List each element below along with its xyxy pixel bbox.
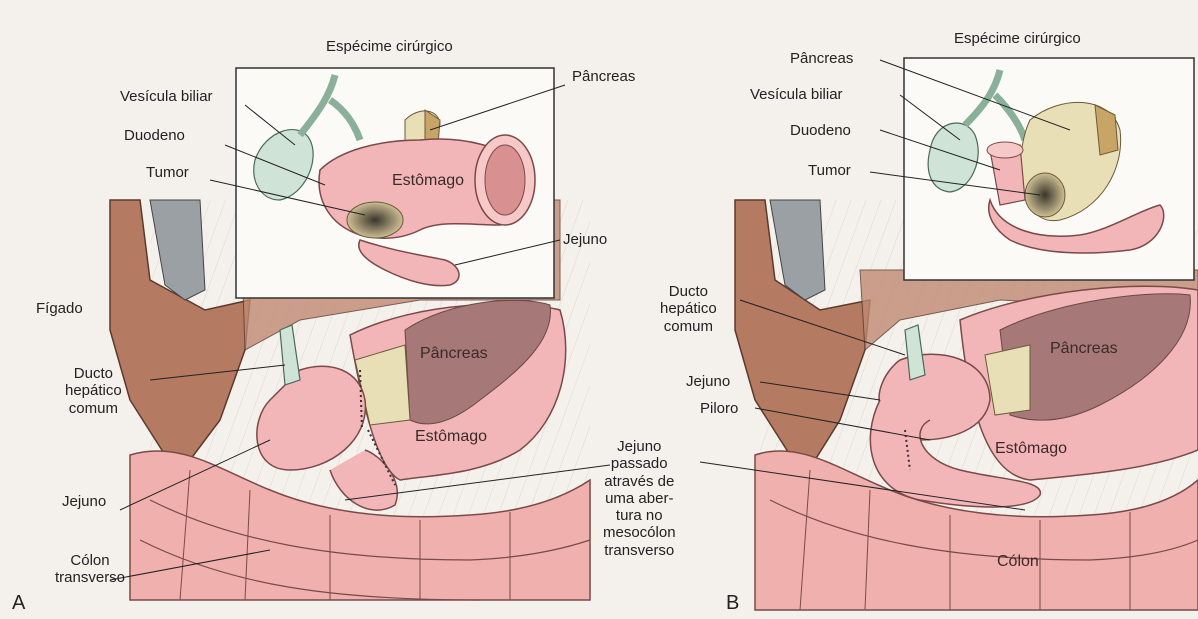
label-colon-a: Cólon transverso xyxy=(55,552,125,587)
label-gallbladder-b: Vesícula biliar xyxy=(750,86,843,103)
label-stomach-a: Estômago xyxy=(415,428,487,446)
panel-letter-b: B xyxy=(726,592,739,615)
label-pancreas-b: Pâncreas xyxy=(1050,340,1118,358)
label-stomach-inset-a: Estômago xyxy=(392,172,464,190)
label-stomach-b: Estômago xyxy=(995,440,1067,458)
label-pylorus-b: Piloro xyxy=(700,400,738,417)
panel-b xyxy=(700,58,1198,610)
label-pancreas-a: Pâncreas xyxy=(420,345,488,363)
label-jejunum-passage: Jejuno passado através de uma aber- tura… xyxy=(603,438,676,559)
label-gallbladder-a: Vesícula biliar xyxy=(120,88,213,105)
label-colon-b: Cólon xyxy=(997,553,1039,571)
label-duodenum-a: Duodeno xyxy=(124,127,185,144)
label-jejunum-a: Jejuno xyxy=(62,493,106,510)
label-tumor-a: Tumor xyxy=(146,164,189,181)
label-hepatic-duct-b: Ducto hepático comum xyxy=(660,283,717,335)
label-duodenum-b: Duodeno xyxy=(790,122,851,139)
label-hepatic-duct-a: Ducto hepático comum xyxy=(65,365,122,417)
label-tumor-b: Tumor xyxy=(808,162,851,179)
label-jejunum-inset-a: Jejuno xyxy=(563,231,607,248)
panel-letter-a: A xyxy=(12,592,25,615)
label-jejunum-b: Jejuno xyxy=(686,373,730,390)
inset-title-a: Espécime cirúrgico xyxy=(326,38,453,55)
label-liver-a: Fígado xyxy=(36,300,83,317)
inset-title-b: Espécime cirúrgico xyxy=(954,30,1081,47)
panel-a xyxy=(110,68,610,600)
label-pancreas-inset-b: Pâncreas xyxy=(790,50,853,67)
label-pancreas-inset-a: Pâncreas xyxy=(572,68,635,85)
